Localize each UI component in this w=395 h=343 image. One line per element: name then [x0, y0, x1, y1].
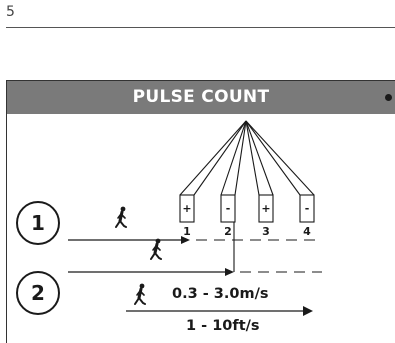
- zone-2-box: [220, 194, 236, 223]
- speed-metric-label: 0.3 - 3.0m/s: [172, 286, 269, 302]
- diagram-title: PULSE COUNT: [132, 87, 270, 107]
- zone-2-sign: -: [226, 202, 231, 215]
- zone-3-box: [258, 194, 274, 223]
- zone-3-sign: +: [261, 202, 270, 215]
- diagram-frame: [6, 80, 395, 343]
- zone-4-sign: -: [305, 202, 310, 215]
- zone-4-box: [299, 194, 315, 223]
- speed-arrowhead: [303, 306, 313, 316]
- zone-4-number: 4: [303, 225, 311, 238]
- scenario-1-badge: [16, 201, 60, 245]
- zone-1-sign: +: [182, 202, 191, 215]
- page-number: 5: [6, 4, 15, 20]
- header-dot: [385, 94, 392, 101]
- detection-rays: [179, 120, 315, 196]
- diagram-header: PULSE COUNT: [7, 81, 395, 114]
- zone-1-number: 1: [183, 225, 191, 238]
- walking-person-icon: [115, 206, 127, 228]
- walking-person-icon: [134, 283, 146, 305]
- walking-person-icon: [150, 238, 162, 260]
- speed-imperial-label: 1 - 10ft/s: [186, 318, 260, 334]
- scenario-2-arrowhead: [225, 268, 234, 276]
- zone-2-number: 2: [224, 225, 232, 238]
- zone-3-number: 3: [262, 225, 270, 238]
- scenario-2-label: 2: [31, 281, 45, 305]
- scenario-1-arrowhead: [181, 236, 190, 244]
- scenario-2-badge: [16, 271, 60, 315]
- page-rule: [6, 27, 395, 28]
- scenario-1-label: 1: [31, 211, 45, 235]
- zone-1-box: [179, 194, 195, 223]
